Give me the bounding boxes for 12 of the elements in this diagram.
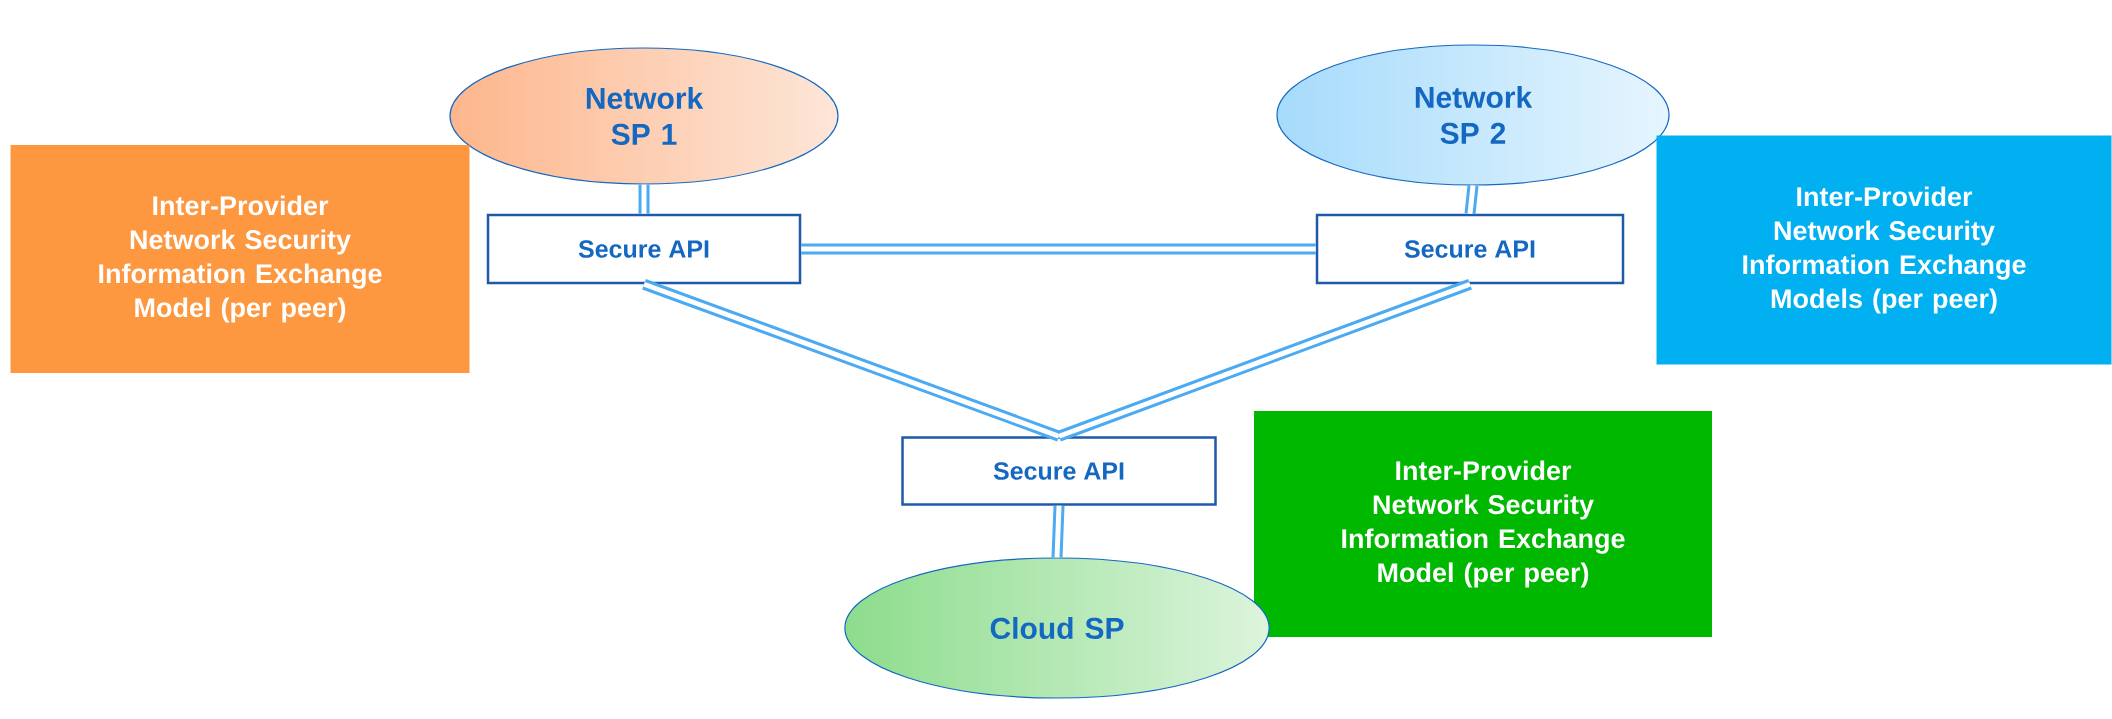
model-box: Inter-Provider Network Security Information Exchange Models (per peer) bbox=[1656, 135, 2112, 365]
model-box: Inter-Provider Network Security Information Exchange Model (per peer) bbox=[1254, 411, 1712, 637]
connector bbox=[1464, 185, 1479, 215]
connector bbox=[638, 184, 650, 214]
connector bbox=[1051, 505, 1065, 558]
model-box: Inter-Provider Network Security Information Exchange Model (per peer) bbox=[10, 145, 470, 373]
connector bbox=[642, 279, 1061, 442]
api-box: Secure API bbox=[486, 213, 802, 285]
api-box: Secure API bbox=[1315, 213, 1625, 285]
connector bbox=[1057, 279, 1472, 442]
api-box: Secure API bbox=[901, 436, 1217, 506]
connector bbox=[801, 243, 1316, 255]
